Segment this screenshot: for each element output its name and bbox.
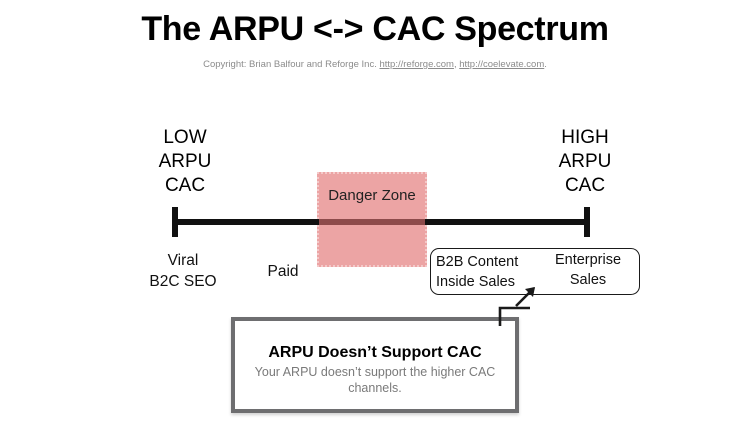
channel-enterprise-line-2: Sales	[569, 272, 607, 288]
callout-body: Your ARPU doesn’t support the higher CAC…	[254, 365, 496, 395]
low-end-line-1: LOW	[163, 127, 207, 148]
channel-viral-line-1: Viral	[167, 252, 199, 269]
high-end-label: HIGH ARPU CAC	[522, 126, 648, 198]
channel-label-paid: Paid	[267, 263, 299, 280]
page-title: The ARPU <-> CAC Spectrum	[141, 10, 609, 48]
channel-label-b2b-inside-sales: B2B Content Inside Sales	[436, 252, 518, 292]
low-end-line-3: CAC	[164, 175, 206, 196]
copyright-line: Copyright: Brian Balfour and Reforge Inc…	[0, 58, 750, 72]
spectrum-axis-left-cap	[172, 207, 178, 237]
callout-box	[231, 317, 519, 413]
spectrum-axis-danger-segment	[319, 219, 425, 225]
channel-b2b-line-2: Inside Sales	[436, 274, 515, 290]
channel-label-enterprise-sales: Enterprise Sales	[540, 250, 636, 290]
low-end-line-2: ARPU	[158, 151, 212, 172]
spectrum-axis-right-cap	[584, 207, 590, 237]
copyright-separator: ,	[453, 59, 460, 70]
reforge-link[interactable]: http://reforge.com	[379, 59, 454, 70]
copyright-text: Copyright: Brian Balfour and Reforge Inc…	[203, 59, 380, 70]
low-end-label: LOW ARPU CAC	[122, 126, 248, 198]
high-end-line-1: HIGH	[561, 127, 609, 148]
high-end-line-3: CAC	[564, 175, 606, 196]
channel-label-viral-b2c-seo: Viral B2C SEO	[118, 250, 248, 292]
high-end-line-2: ARPU	[558, 151, 612, 172]
danger-zone-label: Danger Zone	[328, 187, 416, 204]
copyright-period: .	[544, 59, 547, 70]
high-cac-channels-box	[430, 248, 640, 295]
callout-title: ARPU Doesn’t Support CAC	[268, 344, 482, 361]
callout-pointer-arrow	[498, 287, 535, 326]
channel-enterprise-line-1: Enterprise	[554, 252, 622, 268]
channel-viral-line-2: B2C SEO	[149, 273, 217, 290]
channel-b2b-line-1: B2B Content	[436, 254, 519, 270]
coelevate-link[interactable]: http://coelevate.com	[459, 59, 545, 70]
